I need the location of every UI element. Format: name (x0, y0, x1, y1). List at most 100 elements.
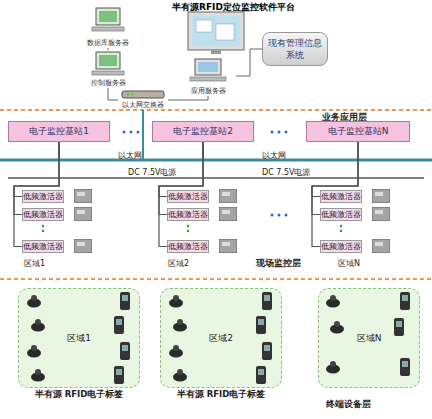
activator-box-text: 低频激活器 (321, 210, 361, 220)
server-icon: 以太网交换器 (118, 90, 168, 110)
monitor-frame (188, 12, 244, 50)
activator-box-text: 低频激活器 (168, 242, 208, 252)
server-icon: 控制服务器 (84, 50, 132, 88)
server-keyboard (92, 71, 124, 75)
activator-device (372, 239, 390, 253)
base-station-box: 电子监控基站1 (8, 121, 110, 142)
power-link (14, 142, 59, 197)
activator-box: 低频激活器 (167, 240, 209, 253)
base-station-box: 电子监控基站N (306, 121, 410, 142)
activator-device (219, 239, 237, 253)
ellipsis-dot (285, 214, 288, 217)
ellipsis-dot (340, 230, 342, 232)
server-monitor (96, 52, 120, 69)
activator-device (74, 189, 92, 203)
activator-box: 低频激活器 (320, 208, 362, 221)
monitor-stand (211, 50, 221, 54)
screen-window (196, 20, 212, 32)
ellipsis-dot (271, 214, 274, 217)
network-link (168, 96, 208, 100)
bus-label: DC 7.5V电源 (262, 167, 310, 178)
layer-label: 现场监控层 (256, 258, 301, 270)
activator-box-text: 低频激活器 (168, 210, 208, 220)
power-link (312, 142, 358, 215)
server-monitor (96, 8, 120, 25)
server-icon-text: 以太网交换器 (122, 100, 164, 110)
activator-box: 低频激活器 (320, 240, 362, 253)
server-icon: 应用服务器 (180, 56, 236, 96)
server-keyboard (190, 77, 226, 81)
server-icon-text: 控制服务器 (91, 78, 126, 88)
switch-led (127, 94, 129, 96)
power-link (312, 142, 358, 197)
server-monitor (195, 59, 221, 75)
ellipsis-dot (278, 214, 281, 217)
region-area: 区域N (318, 288, 420, 388)
server-screen (198, 62, 218, 72)
activator-device (74, 207, 92, 221)
server-screen (99, 55, 117, 66)
ellipsis-dot (285, 131, 288, 134)
region-area-text: 半有源 RFID电子标签 (9, 389, 149, 401)
ellipsis-dot (123, 131, 126, 134)
power-link (159, 142, 203, 215)
activator-box: 低频激活器 (22, 208, 64, 221)
ellipsis-dot (42, 230, 44, 232)
ellipsis-dot (340, 225, 342, 227)
activator-box-text: 低频激活器 (23, 210, 63, 220)
ellipsis-dot (187, 230, 189, 232)
region-area-text: 区域1 (67, 332, 91, 345)
bus-label: 以太网 (118, 150, 142, 161)
network-link (108, 88, 118, 100)
switch-symbol (122, 91, 164, 98)
bus-label: 区域N (338, 258, 360, 269)
region-area: 区域1半有源 RFID电子标签 (18, 288, 140, 388)
switch-led (131, 94, 133, 96)
layer-label: 业务应用层 (322, 112, 367, 124)
activator-box-text: 低频激活器 (168, 192, 208, 202)
system-box: 现有管理信息系统 (262, 32, 328, 66)
activator-box: 低频激活器 (320, 190, 362, 203)
base-station-box-text: 电子监控基站2 (173, 125, 233, 138)
server-keyboard (92, 27, 124, 31)
network-link (108, 48, 109, 50)
ellipsis-dot (42, 225, 44, 227)
ethernet-bus (0, 159, 432, 162)
system-box-text: 现有管理信息系统 (267, 37, 323, 61)
activator-box: 低频激活器 (167, 190, 209, 203)
bus-label: 区域2 (168, 258, 189, 269)
server-icon: 数据库服务器 (80, 6, 136, 48)
activator-box-text: 低频激活器 (23, 242, 63, 252)
network-link (236, 49, 262, 76)
layer-divider (0, 278, 432, 280)
ellipsis-dot (187, 225, 189, 227)
activator-device (372, 207, 390, 221)
base-station-box: 电子监控基站2 (152, 121, 254, 142)
bus-label: DC 7.5V电源 (128, 167, 176, 178)
layer-divider (0, 109, 432, 111)
activator-device (74, 239, 92, 253)
diagram-title: 半有源RFID定位监控软件平台 (172, 1, 295, 14)
ellipsis-dot (130, 131, 133, 134)
bus-label: 以太网 (262, 150, 286, 161)
base-station-box-text: 电子监控基站1 (29, 125, 89, 138)
monitor-screen (192, 16, 240, 46)
bus-label: 区域1 (24, 258, 45, 269)
server-screen (99, 11, 117, 22)
activator-box-text: 低频激活器 (321, 242, 361, 252)
region-area-text: 区域N (357, 332, 382, 345)
activator-box: 低频激活器 (22, 190, 64, 203)
region-area: 区域2半有源 RFID电子标签 (160, 288, 282, 388)
activator-device (219, 207, 237, 221)
region-area-text: 区域2 (209, 332, 233, 345)
activator-device (372, 189, 390, 203)
base-station-box-text: 电子监控基站N (328, 125, 389, 138)
server-icon-text: 应用服务器 (191, 86, 226, 96)
region-area-text: 半有源 RFID电子标签 (151, 389, 291, 401)
power-link (14, 142, 59, 215)
screen-window (216, 24, 234, 40)
activator-box: 低频激活器 (22, 240, 64, 253)
activator-box: 低频激活器 (167, 208, 209, 221)
layer-label: 终端设备层 (326, 399, 371, 411)
